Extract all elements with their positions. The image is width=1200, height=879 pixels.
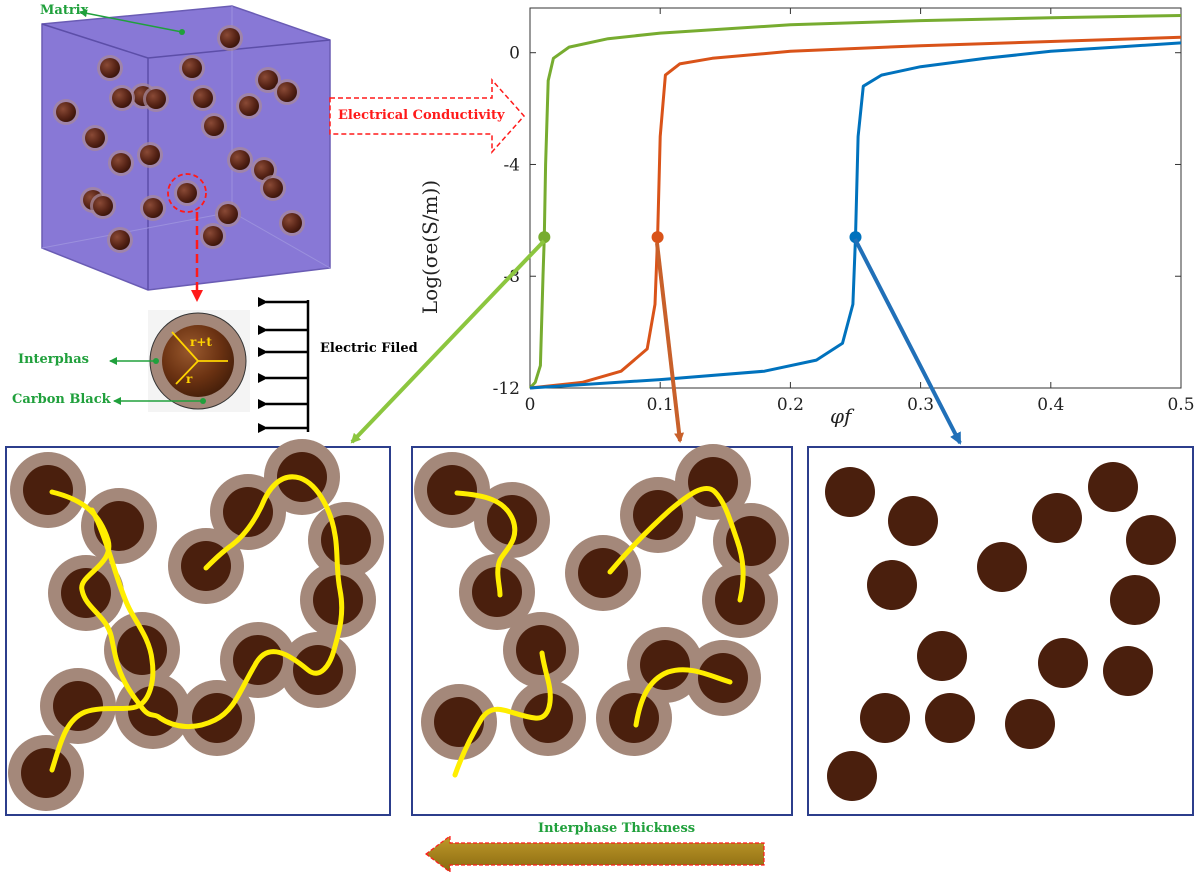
cube-particle — [111, 153, 131, 173]
cube-particle — [177, 183, 197, 203]
cube-particle — [254, 160, 274, 180]
cube-particle — [85, 128, 105, 148]
cube-particle — [100, 58, 120, 78]
cube-particle — [56, 102, 76, 122]
electrical-conductivity-arrow — [329, 78, 526, 154]
cube-particle — [277, 82, 297, 102]
r-plus-t-radius — [171, 331, 199, 362]
electric-field-arrows — [258, 297, 310, 433]
cube-particle — [140, 145, 160, 165]
electric-field-label: Electric Filed — [320, 341, 418, 356]
cube-particle — [193, 88, 213, 108]
x-axis-label: φf — [830, 404, 852, 428]
interphase-thickness-label: Interphase Thickness — [538, 821, 696, 836]
chart-ticks: 00.10.20.30.40.50-4-8-12 — [493, 8, 1195, 415]
cube-particle — [282, 213, 302, 233]
panel-green-percolation — [5, 446, 391, 816]
series-line — [529, 41, 1182, 390]
x-tick-label: 0.3 — [907, 395, 934, 415]
cube-body — [41, 5, 331, 291]
series-marker — [849, 231, 862, 244]
cube-particle — [112, 88, 132, 108]
electrical-conductivity-label: Electrical Conductivity — [338, 108, 505, 123]
plot-frame — [529, 7, 1182, 389]
cube-particle — [230, 150, 250, 170]
cube-particle — [93, 196, 113, 216]
r-radius — [175, 360, 199, 385]
cube-particle — [218, 204, 238, 224]
matrix-label: Matrix — [40, 3, 89, 18]
carbon-black-pointer-dot — [200, 398, 206, 404]
carbon-black-label: Carbon Black — [12, 392, 111, 407]
y-axis-label: Log(σe(S/m)) — [418, 179, 442, 315]
interphase-label: Interphas — [18, 352, 89, 367]
cube-particle — [203, 226, 223, 246]
selected-particle-highlight — [167, 173, 207, 213]
chart-to-panel-arrows — [350, 238, 962, 445]
series-marker — [651, 231, 664, 244]
cube-particle — [110, 230, 130, 250]
cube-particles — [53, 25, 305, 253]
cube-particle — [220, 28, 240, 48]
series-line — [528, 14, 1182, 390]
y-tick-label: -4 — [503, 155, 520, 175]
r-plus-t-label: r+t — [190, 335, 212, 349]
x-tick-label: 0.5 — [1167, 395, 1194, 415]
interphase-thickness-arrow — [425, 834, 765, 874]
chart-lines — [528, 14, 1182, 390]
x-tick-label: 0.1 — [647, 395, 674, 415]
orange-connector-arrow — [655, 242, 685, 443]
cube-particle — [146, 89, 166, 109]
blue-connector-arrow — [853, 238, 962, 445]
x-tick-label: 0.4 — [1037, 395, 1064, 415]
chart-markers — [538, 231, 862, 244]
zoomed-particle: r+t r — [109, 310, 250, 412]
cube-hidden-edge — [41, 211, 233, 249]
series-marker — [538, 231, 551, 244]
x-tick-label: 0.2 — [777, 395, 804, 415]
r-label: r — [186, 372, 193, 386]
panel-blue-percolation — [807, 446, 1194, 816]
green-connector-arrow — [350, 239, 546, 444]
cube-particle — [143, 198, 163, 218]
matrix-pointer-dot — [179, 29, 185, 35]
cube-edge — [41, 23, 149, 59]
cube-particle — [258, 70, 278, 90]
series-line — [529, 35, 1182, 390]
y-tick-label: 0 — [509, 44, 520, 64]
cube-particle — [239, 96, 259, 116]
cube-hidden-edge — [231, 211, 331, 269]
cube-edge — [147, 39, 331, 59]
cube-particle — [182, 58, 202, 78]
matrix-pointer-arrow — [79, 9, 183, 33]
panel-orange-percolation — [411, 446, 793, 816]
matrix-cube — [41, 5, 331, 291]
cube-particle — [204, 116, 224, 136]
y-tick-label: -12 — [493, 379, 520, 399]
x-tick-label: 0 — [525, 395, 536, 415]
conductivity-chart: 00.10.20.30.40.50-4-8-12 — [493, 7, 1195, 415]
cube-particle — [263, 178, 283, 198]
interphase-pointer-dot — [153, 358, 159, 364]
